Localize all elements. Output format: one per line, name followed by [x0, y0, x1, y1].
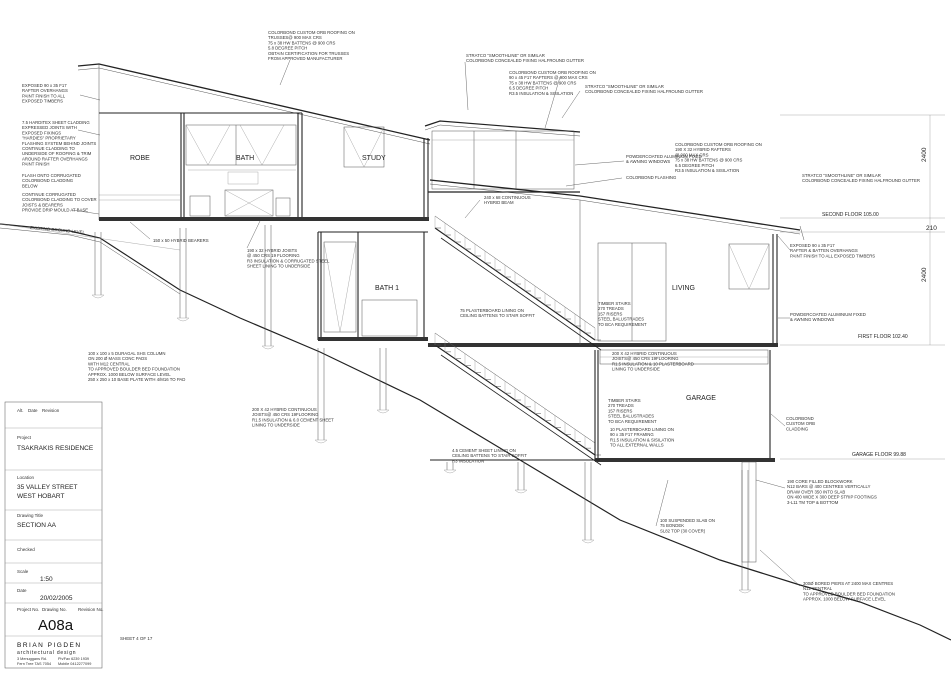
dimension-lower: 2400: [921, 267, 928, 282]
tb-project-label: Project: [17, 435, 32, 440]
tb-date-label: Date: [28, 408, 38, 413]
tb-revision-no-label: Revision No.: [78, 607, 104, 612]
first-floor-slab: [428, 343, 778, 347]
garage-slab: [595, 458, 775, 462]
existing-ground-label: EXISTING GROUND LEVEL: [30, 225, 86, 235]
tb-drawing-title-label: Drawing Title: [17, 513, 44, 518]
mid-roof-band: [424, 120, 805, 241]
level-second-floor: SECOND FLOOR 105.00: [822, 212, 879, 218]
tb-scale: 1:50: [40, 576, 53, 583]
dimension-upper: 2400: [921, 147, 928, 162]
dimension-floor-zone: 210: [926, 225, 937, 232]
tb-scale-label: Scale: [17, 569, 29, 574]
pier: [176, 228, 190, 322]
room-label-garage: GARAGE: [686, 395, 716, 402]
columns-and-piers: [91, 225, 752, 594]
note-joists-upper: 190 x 32 HYBRID JOISTS@ 450 CRS 19 FLOOR…: [247, 248, 330, 269]
tb-revision-label: Revision: [42, 408, 60, 413]
note-bearers: 150 x 50 HYBRID BEARERS: [153, 238, 209, 243]
tb-date-field-label: Date: [17, 588, 27, 593]
tb-firm-phone: Ph/Fax 6239 1939: [58, 657, 89, 661]
stair-flight-upper: [434, 215, 602, 351]
level-first-floor: FIRST FLOOR 102.40: [858, 334, 908, 340]
room-label-bath: BATH: [236, 155, 254, 162]
tb-firm-name: BRIAN PIGDEN: [17, 642, 82, 649]
room-label-living: LIVING: [672, 285, 695, 292]
ground-terrain: [0, 223, 951, 641]
pier: [376, 348, 390, 414]
stairs: [434, 215, 602, 466]
title-block: [4, 401, 103, 669]
first-floor-level: [317, 200, 778, 347]
pier: [738, 470, 752, 594]
stair-flight-lower: [434, 332, 602, 466]
pier: [314, 348, 328, 444]
pier: [443, 462, 457, 474]
tb-firm-tagline: architectural design: [17, 650, 76, 656]
leader-lines: [71, 59, 801, 587]
pier: [581, 462, 595, 544]
tb-location-label: Location: [17, 475, 35, 480]
room-label-study: STUDY: [362, 155, 386, 162]
pier: [514, 462, 528, 494]
tb-location-line2: WEST HOBART: [17, 493, 64, 500]
level-garage-floor: GARAGE FLOOR 99.88: [852, 452, 906, 458]
note-windows-right: POWDERCOATED ALUMINIUM FIXED& AWNING WIN…: [790, 312, 866, 322]
tb-drawing-no: A08a: [38, 617, 74, 634]
note-windows-upper: POWDERCOATED ALUMINIUM FIXED& AWNING WIN…: [626, 154, 702, 164]
tb-alt-label: Alt.: [17, 408, 24, 413]
pier: [261, 225, 275, 350]
tb-location-line1: 35 VALLEY STREET: [17, 484, 77, 491]
pier: [91, 232, 105, 299]
tb-date: 20/02/2005: [40, 595, 73, 602]
upper-wing: [77, 63, 431, 221]
tb-project: TSAKRAKIS RESIDENCE: [17, 445, 94, 452]
tb-project-no-label: Project No.: [17, 607, 39, 612]
tb-firm-mobile: Mobile 0412277099: [58, 662, 91, 666]
tb-firm-address2: Fern Tree TAS 7054: [17, 662, 51, 666]
room-label-bath1: BATH 1: [375, 285, 399, 292]
tb-sheet: SHEET 4 OF 17: [120, 636, 153, 641]
level-markers: [780, 114, 945, 460]
garage-level: [430, 349, 775, 563]
note-flashing: COLORBOND FLASHING: [626, 175, 677, 180]
room-label-robe: ROBE: [130, 155, 150, 162]
tb-checked-label: Checked: [17, 547, 35, 552]
tb-firm-address1: 3 Menuggans Rd.: [17, 657, 47, 661]
tb-drawing-title: SECTION AA: [17, 522, 57, 529]
upper-floor-slab: [99, 217, 429, 221]
tb-drawing-no-label: Drawing No.: [42, 607, 67, 612]
